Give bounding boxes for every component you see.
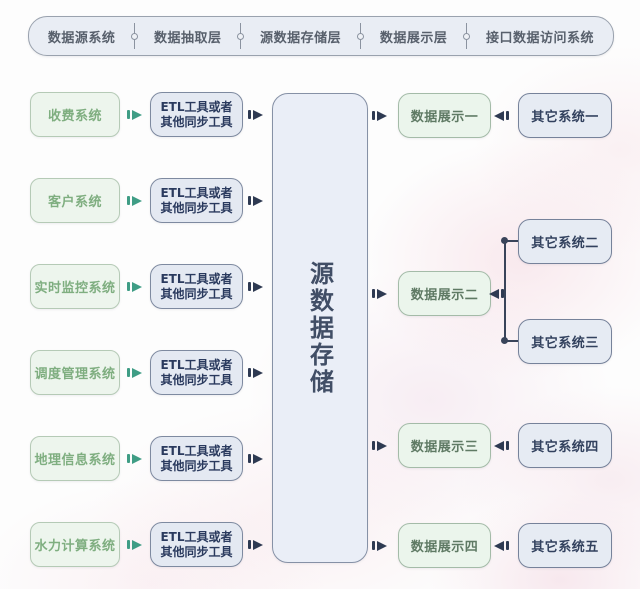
etl-box: ETL工具或者 其他同步工具 [150, 92, 243, 137]
etl-label-line1: ETL工具或者 [160, 357, 233, 372]
source-box-hydraulic: 水力计算系统 [30, 522, 120, 567]
source-box-customer: 客户系统 [30, 178, 120, 223]
right-arrow-icon [127, 539, 142, 550]
layer-label-storage: 源数据存储层 [260, 30, 342, 46]
etl-label-line1: ETL工具或者 [160, 443, 233, 458]
etl-label-line2: 其他同步工具 [160, 544, 233, 559]
other-box-3: 其它系统三 [518, 319, 612, 364]
etl-label-line1: ETL工具或者 [160, 185, 233, 200]
left-arrow-icon [494, 110, 509, 121]
etl-label-line2: 其他同步工具 [160, 372, 233, 387]
right-arrow-icon [248, 195, 263, 206]
layer-label-display: 数据展示层 [379, 30, 448, 46]
branch-junction-dot [501, 337, 508, 344]
right-arrow-icon [372, 288, 387, 299]
left-arrow-icon [494, 440, 509, 451]
display-box-4: 数据展示四 [398, 523, 491, 568]
etl-box: ETL工具或者 其他同步工具 [150, 178, 243, 223]
other-box-5: 其它系统五 [518, 523, 612, 568]
right-arrow-icon [372, 540, 387, 551]
left-arrow-icon [489, 288, 504, 299]
branch-connector-stub [505, 340, 518, 342]
layer-divider-icon [357, 23, 365, 49]
layer-label-datasource: 数据源系统 [47, 30, 116, 46]
right-arrow-icon [127, 281, 142, 292]
layer-label-extraction: 数据抽取层 [154, 30, 222, 46]
etl-box: ETL工具或者 其他同步工具 [150, 350, 243, 395]
etl-label-line1: ETL工具或者 [160, 529, 233, 544]
display-box-3: 数据展示三 [398, 423, 491, 468]
etl-label-line1: ETL工具或者 [160, 271, 233, 286]
branch-connector-stub [505, 240, 518, 242]
right-arrow-icon [248, 539, 263, 550]
right-arrow-icon [248, 453, 263, 464]
layer-header-bar: 数据源系统 数据抽取层 源数据存储层 数据展示层 接口数据访问系统 [28, 16, 614, 56]
source-box-dispatch: 调度管理系统 [30, 350, 120, 395]
storage-box: 源数据存储 [272, 93, 368, 563]
display-box-1: 数据展示一 [398, 93, 491, 138]
source-box-charging: 收费系统 [30, 92, 120, 137]
branch-connector-line [504, 241, 506, 341]
right-arrow-icon [372, 440, 387, 451]
other-box-2: 其它系统二 [518, 219, 612, 264]
etl-label-line2: 其他同步工具 [160, 114, 233, 129]
source-box-gis: 地理信息系统 [30, 436, 120, 481]
right-arrow-icon [127, 195, 142, 206]
branch-junction-dot [501, 237, 508, 244]
layer-divider-icon [237, 23, 245, 49]
etl-label-line2: 其他同步工具 [160, 286, 233, 301]
right-arrow-icon [372, 110, 387, 121]
etl-label-line1: ETL工具或者 [160, 99, 233, 114]
etl-box: ETL工具或者 其他同步工具 [150, 436, 243, 481]
right-arrow-icon [127, 367, 142, 378]
other-box-1: 其它系统一 [518, 93, 612, 138]
etl-box: ETL工具或者 其他同步工具 [150, 522, 243, 567]
right-arrow-icon [248, 109, 263, 120]
right-arrow-icon [248, 281, 263, 292]
left-arrow-icon [494, 540, 509, 551]
other-box-4: 其它系统四 [518, 423, 612, 468]
layer-label-interface: 接口数据访问系统 [486, 30, 595, 46]
right-arrow-icon [127, 453, 142, 464]
layer-divider-icon [131, 23, 139, 49]
etl-box: ETL工具或者 其他同步工具 [150, 264, 243, 309]
etl-label-line2: 其他同步工具 [160, 200, 233, 215]
source-box-monitoring: 实时监控系统 [30, 264, 120, 309]
right-arrow-icon [248, 367, 263, 378]
etl-label-line2: 其他同步工具 [160, 458, 233, 473]
right-arrow-icon [127, 109, 142, 120]
layer-divider-icon [463, 23, 471, 49]
display-box-2: 数据展示二 [398, 271, 491, 316]
